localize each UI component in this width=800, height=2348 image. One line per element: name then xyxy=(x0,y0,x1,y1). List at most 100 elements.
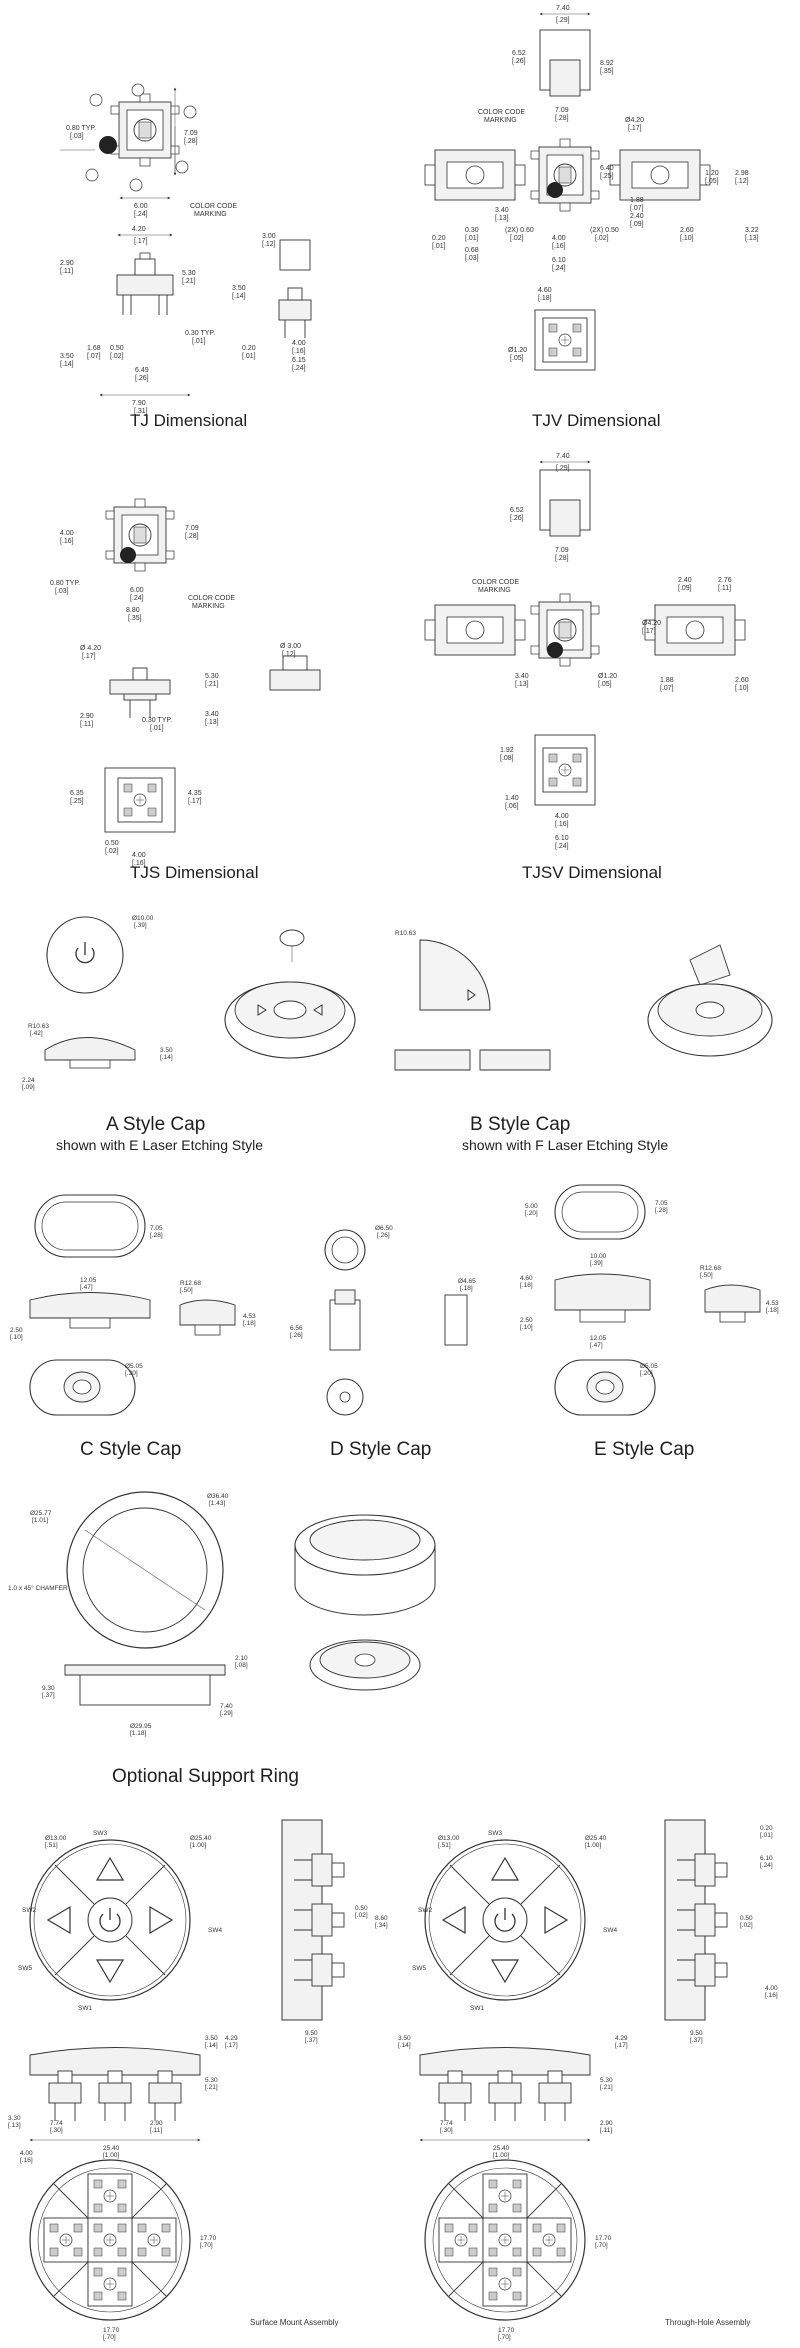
smt-dim-8.60-in: [.34] xyxy=(375,1922,388,1929)
tjs-dim-4.00-in: [.16] xyxy=(60,538,74,545)
c-dim-4.53-in: [.18] xyxy=(243,1320,256,1327)
smt-dim-5.30: 5.30 xyxy=(205,2077,218,2084)
tjs-dim-0.30: 0.30 TYP. xyxy=(142,717,172,724)
c-dim-5.05-in: [.20] xyxy=(125,1370,138,1377)
tjs-dim-5.30-in: [.21] xyxy=(205,681,219,688)
tjs-dim-3.00: Ø 3.00 xyxy=(280,643,301,650)
tjv-dim-3.40: 3.40 xyxy=(495,207,509,214)
a-dim-3.50-in: [.14] xyxy=(160,1054,173,1061)
smt-dim-4.29: 4.29 xyxy=(225,2035,238,2042)
tjsv-dim-3.40-in: [.13] xyxy=(515,681,529,688)
tjsv-dim-1.20: Ø1.20 xyxy=(598,673,617,680)
tj-dim-6.00-in: [.24] xyxy=(134,211,148,218)
e-dim-5.00: 5.00 xyxy=(525,1203,538,1210)
tjv-dim-2x0.60-in: [.02] xyxy=(510,235,524,242)
tjsv-dim-6.10: 6.10 xyxy=(555,835,569,842)
a-dim-R10.63: R10.63 xyxy=(28,1023,49,1030)
tj-dim-4.20-in: [.17] xyxy=(134,238,148,245)
smt-dim-25.40b: 25.40 xyxy=(103,2145,120,2152)
a-dim-3.50: 3.50 xyxy=(160,1047,173,1054)
e-dim-R12.68: R12.68 xyxy=(700,1265,721,1272)
smt-dim-17.70-in: [.70] xyxy=(200,2242,213,2249)
tj-dim-6.49: 6.49 xyxy=(135,367,149,374)
tj-dim-4.00: 4.00 xyxy=(292,340,306,347)
e-dim-7.05-in: [.28] xyxy=(655,1207,668,1214)
tjv-dim-1.20-in: [.05] xyxy=(705,178,719,185)
smt-dim-5.30-in: [.21] xyxy=(205,2084,218,2091)
tha-dim-17.70-in: [.70] xyxy=(595,2242,608,2249)
tjsv-dim-1.40-in: [.06] xyxy=(505,803,519,810)
tha-dim-4.00-in: [.16] xyxy=(765,1992,778,1999)
tj-dim-0.50-in: [.02] xyxy=(110,353,124,360)
d-dim-6.56: 6.56 xyxy=(290,1325,303,1332)
ring-dim-7.40-in: [.29] xyxy=(220,1710,233,1717)
smt-sw4: SW4 xyxy=(208,1927,222,1934)
tjsv-dim-1.92: 1.92 xyxy=(500,747,514,754)
tha-dim-25.40: Ø25.40 xyxy=(585,1835,607,1842)
ring-dim-2.10: 2.10 xyxy=(235,1655,248,1662)
tjv-dim-6.10: 6.10 xyxy=(552,257,566,264)
ring-dim-25.77-in: [1.01] xyxy=(32,1517,48,1524)
e-dim-4.53: 4.53 xyxy=(766,1300,779,1307)
tjv-dim-6.10-in: [.24] xyxy=(552,265,566,272)
tjv-dim-8.92-in: [.35] xyxy=(600,68,614,75)
smt-dim-0.50-in: [.02] xyxy=(355,1912,368,1919)
ring-dim-36.40-in: [1.43] xyxy=(209,1500,225,1507)
tha-dim-13.00: Ø13.00 xyxy=(438,1835,460,1842)
tjs-dim-2.90-in: [.11] xyxy=(80,721,93,728)
tjsv-dim-4.00: 4.00 xyxy=(555,813,569,820)
tjsv-dim-6.10-in: [.24] xyxy=(555,843,569,850)
smt-sw2: SW2 xyxy=(22,1907,36,1914)
tjs-dim-4.35: 4.35 xyxy=(188,790,202,797)
e-dim-4.60-in: [.18] xyxy=(520,1282,533,1289)
tjs-heading: TJS Dimensional xyxy=(130,863,259,882)
tjs-marking: MARKING xyxy=(192,603,225,610)
d-dim-6.50-in: [.26] xyxy=(377,1232,390,1239)
tjs-dim-3.40: 3.40 xyxy=(205,711,219,718)
tjsv-dim-2.60: 2.60 xyxy=(735,677,749,684)
e-dim-5.05: Ø5.05 xyxy=(640,1363,658,1370)
tjv-drawing: 7.40 [.29] 6.52 [.26] 8.92 [.35] 7.09 [.… xyxy=(424,5,759,430)
a-dim-10.00: Ø10.00 xyxy=(132,915,154,922)
tj-dim-3.50b-in: [.14] xyxy=(232,293,246,300)
tha-sw5: SW5 xyxy=(412,1965,426,1972)
c-dim-2.50-in: [.10] xyxy=(10,1334,23,1341)
c-dim-12.05-in: [.47] xyxy=(80,1284,93,1291)
tjv-dim-2.40-in: [.09] xyxy=(630,221,644,228)
b-style-cap-heading: B Style Cap xyxy=(470,1114,570,1135)
tha-sw2: SW2 xyxy=(418,1907,432,1914)
tjv-dim-0.68: 0.68 xyxy=(465,247,479,254)
tjsv-dim-6.52-in: [.26] xyxy=(510,515,524,522)
e-style-cap-heading: E Style Cap xyxy=(594,1439,694,1460)
tha-dim-7.74-in: [.30] xyxy=(440,2127,453,2134)
support-ring-drawing: Ø25.77 [1.01] Ø36.40 [1.43] 1.0 x 45° CH… xyxy=(8,1491,436,1787)
tjv-dim-1.88: 1.88 xyxy=(630,197,644,204)
tjs-dim-8.80: 8.80 xyxy=(126,607,140,614)
tha-dim-9.50: 9.50 xyxy=(690,2030,703,2037)
tjs-dim-0.50: 0.50 xyxy=(105,840,119,847)
tha-dim-2.90-in: [.11] xyxy=(600,2127,612,2134)
smt-dim-3.50-in: [.14] xyxy=(205,2042,218,2049)
tjsv-marking: MARKING xyxy=(478,587,511,594)
tj-dim-0.50: 0.50 xyxy=(110,345,124,352)
smt-dim-3.50: 3.50 xyxy=(205,2035,218,2042)
tjv-dim-2.98: 2.98 xyxy=(735,170,749,177)
tjv-dim-0.68-in: [.03] xyxy=(465,255,479,262)
tjv-dim-2x0.50-in: [.02] xyxy=(595,235,609,242)
tjsv-dim-1.92-in: [.08] xyxy=(500,755,514,762)
tj-dim-6.15: 6.15 xyxy=(292,357,306,364)
tjv-dim-2.40: 2.40 xyxy=(630,213,644,220)
tjv-dim-4.60: 4.60 xyxy=(538,287,552,294)
c-dim-7.05: 7.05 xyxy=(150,1225,163,1232)
smt-sw3: SW3 xyxy=(93,1830,107,1837)
tjs-dim-4.00: 4.00 xyxy=(60,530,74,537)
e-dim-4.60: 4.60 xyxy=(520,1275,533,1282)
tjv-dim-6.52-in: [.26] xyxy=(512,58,526,65)
tha-dim-0.20-in: [.01] xyxy=(760,1832,773,1839)
tj-dim-3.50b: 3.50 xyxy=(232,285,246,292)
tj-drawing: 0.80 TYP. [.03] 7.09 [.28] 6.00 [.24] CO… xyxy=(60,83,312,430)
smt-dim-2.90: 2.90 xyxy=(150,2120,163,2127)
tjv-dim-0.30-in: [.01] xyxy=(465,235,479,242)
a-style-cap-heading: A Style Cap xyxy=(106,1114,205,1135)
tj-dim-2.90: 2.90 xyxy=(60,260,74,267)
